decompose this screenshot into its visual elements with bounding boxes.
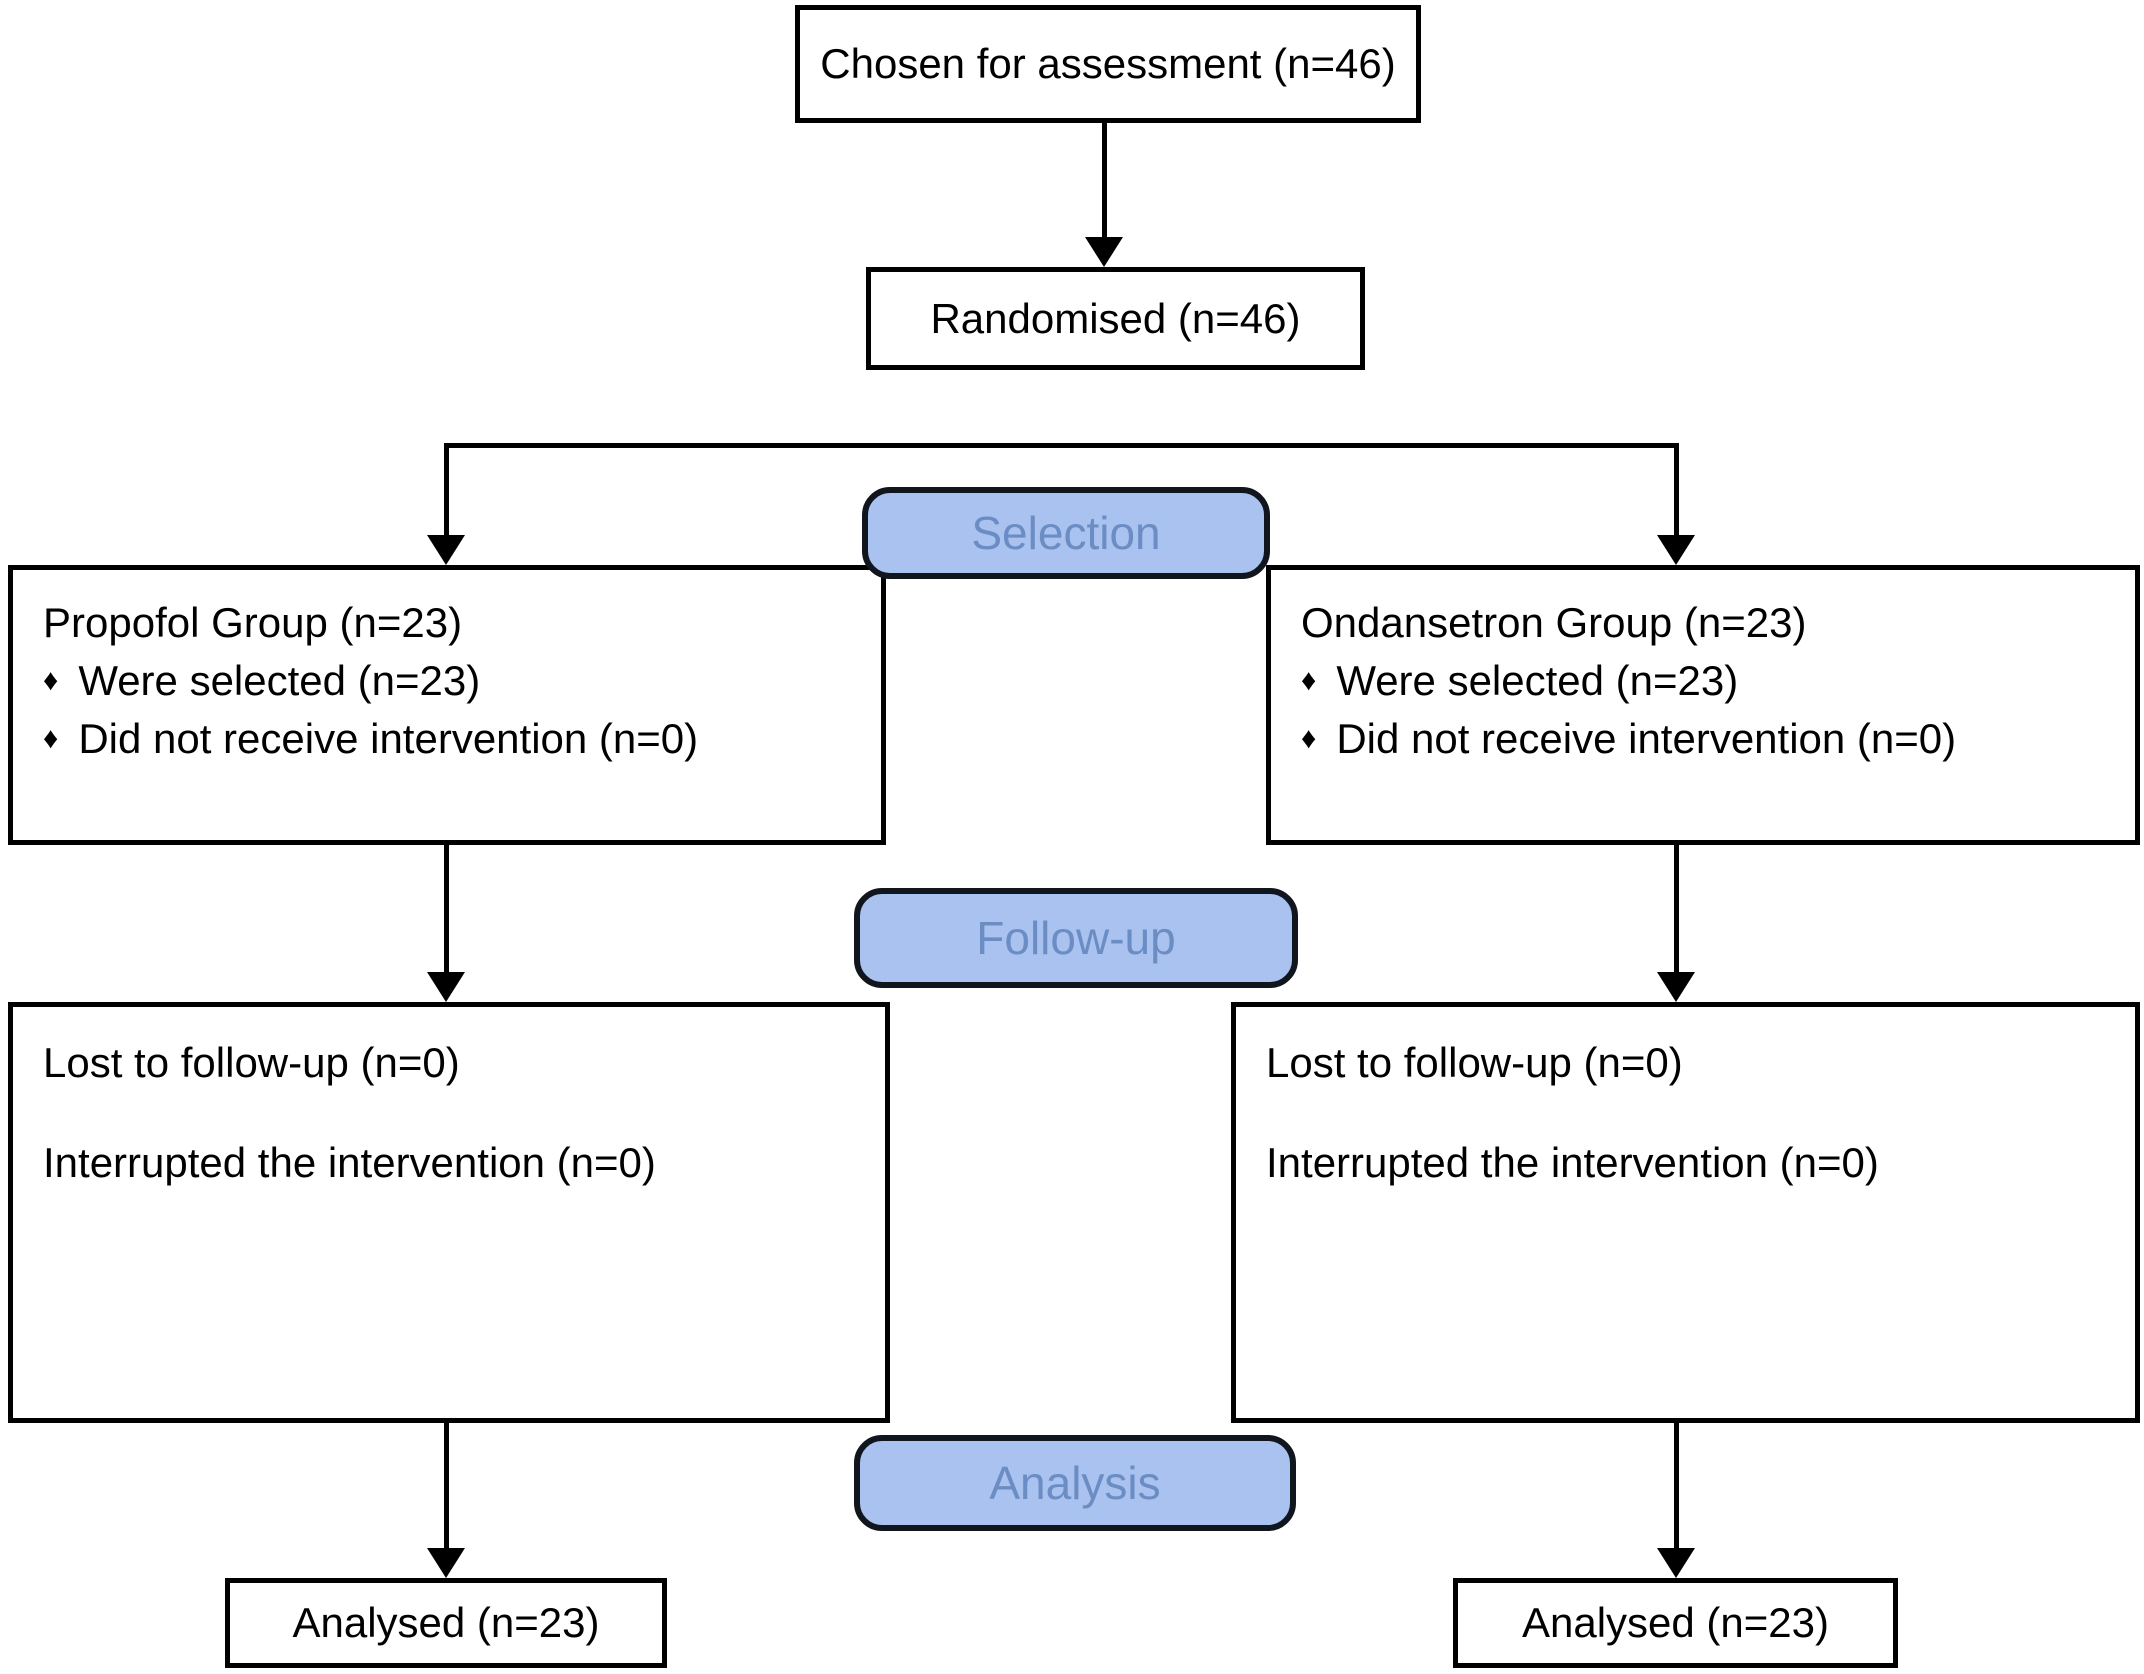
ondansetron-bullet-1-text: Were selected (n=23) <box>1336 657 1739 704</box>
stage-label-followup: Follow-up <box>854 888 1298 988</box>
node-randomised: Randomised (n=46) <box>866 267 1365 370</box>
followup-right-line-1: Lost to follow-up (n=0) <box>1266 1039 1683 1086</box>
analysed-left-label: Analysed (n=23) <box>292 1599 600 1646</box>
connector-branch-right-drop <box>1674 443 1679 536</box>
arrowhead-down-icon <box>1657 535 1695 565</box>
arrowhead-down-icon <box>427 535 465 565</box>
node-chosen-label: Chosen for assessment (n=46) <box>820 40 1396 87</box>
node-chosen-for-assessment: Chosen for assessment (n=46) <box>795 5 1421 123</box>
connector-followup-left-to-analysed <box>444 1423 449 1549</box>
arrowhead-down-icon <box>1085 237 1123 267</box>
node-ondansetron-group: Ondansetron Group (n=23) ♦ Were selected… <box>1266 565 2140 845</box>
ondansetron-title: Ondansetron Group (n=23) <box>1301 599 1807 646</box>
propofol-bullet-2: ♦ Did not receive intervention (n=0) <box>43 710 881 768</box>
diamond-bullet-icon: ♦ <box>1301 664 1317 697</box>
connector-ondansetron-to-followup <box>1674 845 1679 973</box>
analysed-right-label: Analysed (n=23) <box>1521 1599 1830 1646</box>
ondansetron-bullet-2-text: Did not receive intervention (n=0) <box>1336 715 1957 762</box>
arrowhead-down-icon <box>1657 1548 1695 1578</box>
propofol-bullet-1: ♦ Were selected (n=23) <box>43 652 881 710</box>
diamond-bullet-icon: ♦ <box>1301 722 1317 755</box>
stage-analysis-text: Analysis <box>989 1457 1161 1509</box>
node-propofol-group: Propofol Group (n=23) ♦ Were selected (n… <box>8 565 886 845</box>
stage-followup-text: Follow-up <box>976 912 1176 964</box>
connector-branch-left-drop <box>444 443 449 536</box>
arrowhead-down-icon <box>1657 972 1695 1002</box>
ondansetron-bullet-2: ♦ Did not receive intervention (n=0) <box>1301 710 2135 768</box>
followup-left-line-2: Interrupted the intervention (n=0) <box>43 1139 656 1186</box>
node-randomised-label: Randomised (n=46) <box>930 294 1301 342</box>
propofol-title: Propofol Group (n=23) <box>43 599 463 646</box>
diamond-bullet-icon: ♦ <box>43 664 59 697</box>
propofol-bullet-2-text: Did not receive intervention (n=0) <box>78 715 699 762</box>
connector-chosen-to-randomised <box>1102 123 1107 242</box>
propofol-bullet-1-text: Were selected (n=23) <box>78 657 481 704</box>
connector-propofol-to-followup <box>444 845 449 973</box>
followup-left-line-1: Lost to follow-up (n=0) <box>43 1039 460 1086</box>
node-followup-left: Lost to follow-up (n=0) Interrupted the … <box>8 1002 890 1423</box>
node-followup-right: Lost to follow-up (n=0) Interrupted the … <box>1231 1002 2140 1423</box>
stage-selection-text: Selection <box>971 507 1161 559</box>
ondansetron-bullet-1: ♦ Were selected (n=23) <box>1301 652 2135 710</box>
stage-label-analysis: Analysis <box>854 1435 1296 1531</box>
node-analysed-right: Analysed (n=23) <box>1453 1578 1898 1668</box>
diamond-bullet-icon: ♦ <box>43 722 59 755</box>
connector-branch-horizontal <box>444 443 1679 448</box>
followup-right-line-2: Interrupted the intervention (n=0) <box>1266 1139 1879 1186</box>
node-analysed-left: Analysed (n=23) <box>225 1578 667 1668</box>
arrowhead-down-icon <box>427 1548 465 1578</box>
stage-label-selection: Selection <box>862 487 1270 579</box>
arrowhead-down-icon <box>427 972 465 1002</box>
connector-followup-right-to-analysed <box>1674 1423 1679 1549</box>
